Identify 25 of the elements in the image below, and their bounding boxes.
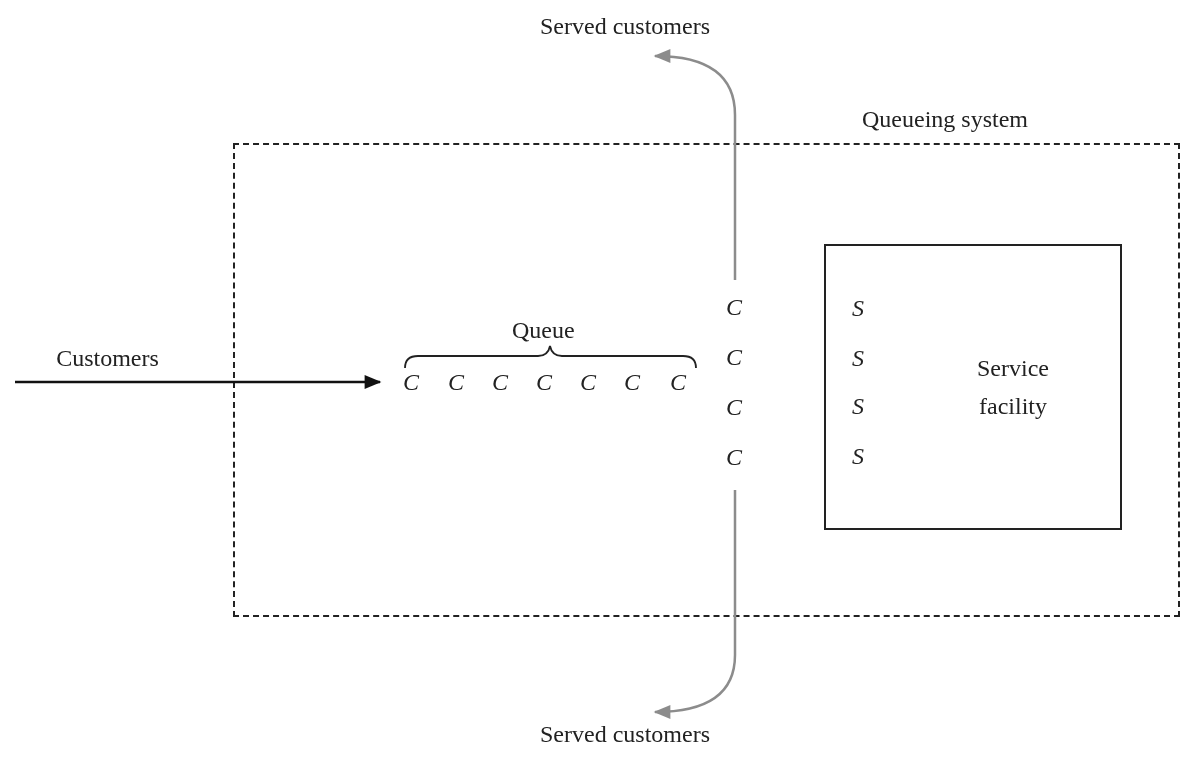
arrow — [653, 490, 737, 719]
symbol-letter: C — [726, 345, 742, 369]
arrow — [15, 375, 382, 389]
symbol-letter: S — [852, 296, 864, 320]
group-label: Queue — [512, 318, 575, 342]
symbol-letter: C — [448, 370, 464, 394]
symbol-letter: S — [852, 444, 864, 468]
flow-label: Served customers — [505, 8, 745, 52]
flow-label: Served customers — [505, 716, 745, 760]
symbol-letter: C — [492, 370, 508, 394]
flow-label: Customers — [15, 340, 200, 382]
symbol-letter: C — [624, 370, 640, 394]
symbol-letter: S — [852, 346, 864, 370]
symbol-letter: C — [403, 370, 419, 394]
box-label: Service facility — [976, 353, 1050, 421]
arrow — [653, 49, 737, 280]
symbol-letter: C — [670, 370, 686, 394]
symbol-letter: C — [726, 395, 742, 419]
service-facility-box — [824, 244, 1122, 530]
boundary-heading: Queueing system — [862, 105, 1028, 134]
symbol-letter: C — [726, 445, 742, 469]
symbol-letter: C — [726, 295, 742, 319]
symbol-letter: C — [580, 370, 596, 394]
symbol-letter: C — [536, 370, 552, 394]
symbol-letter: S — [852, 394, 864, 418]
